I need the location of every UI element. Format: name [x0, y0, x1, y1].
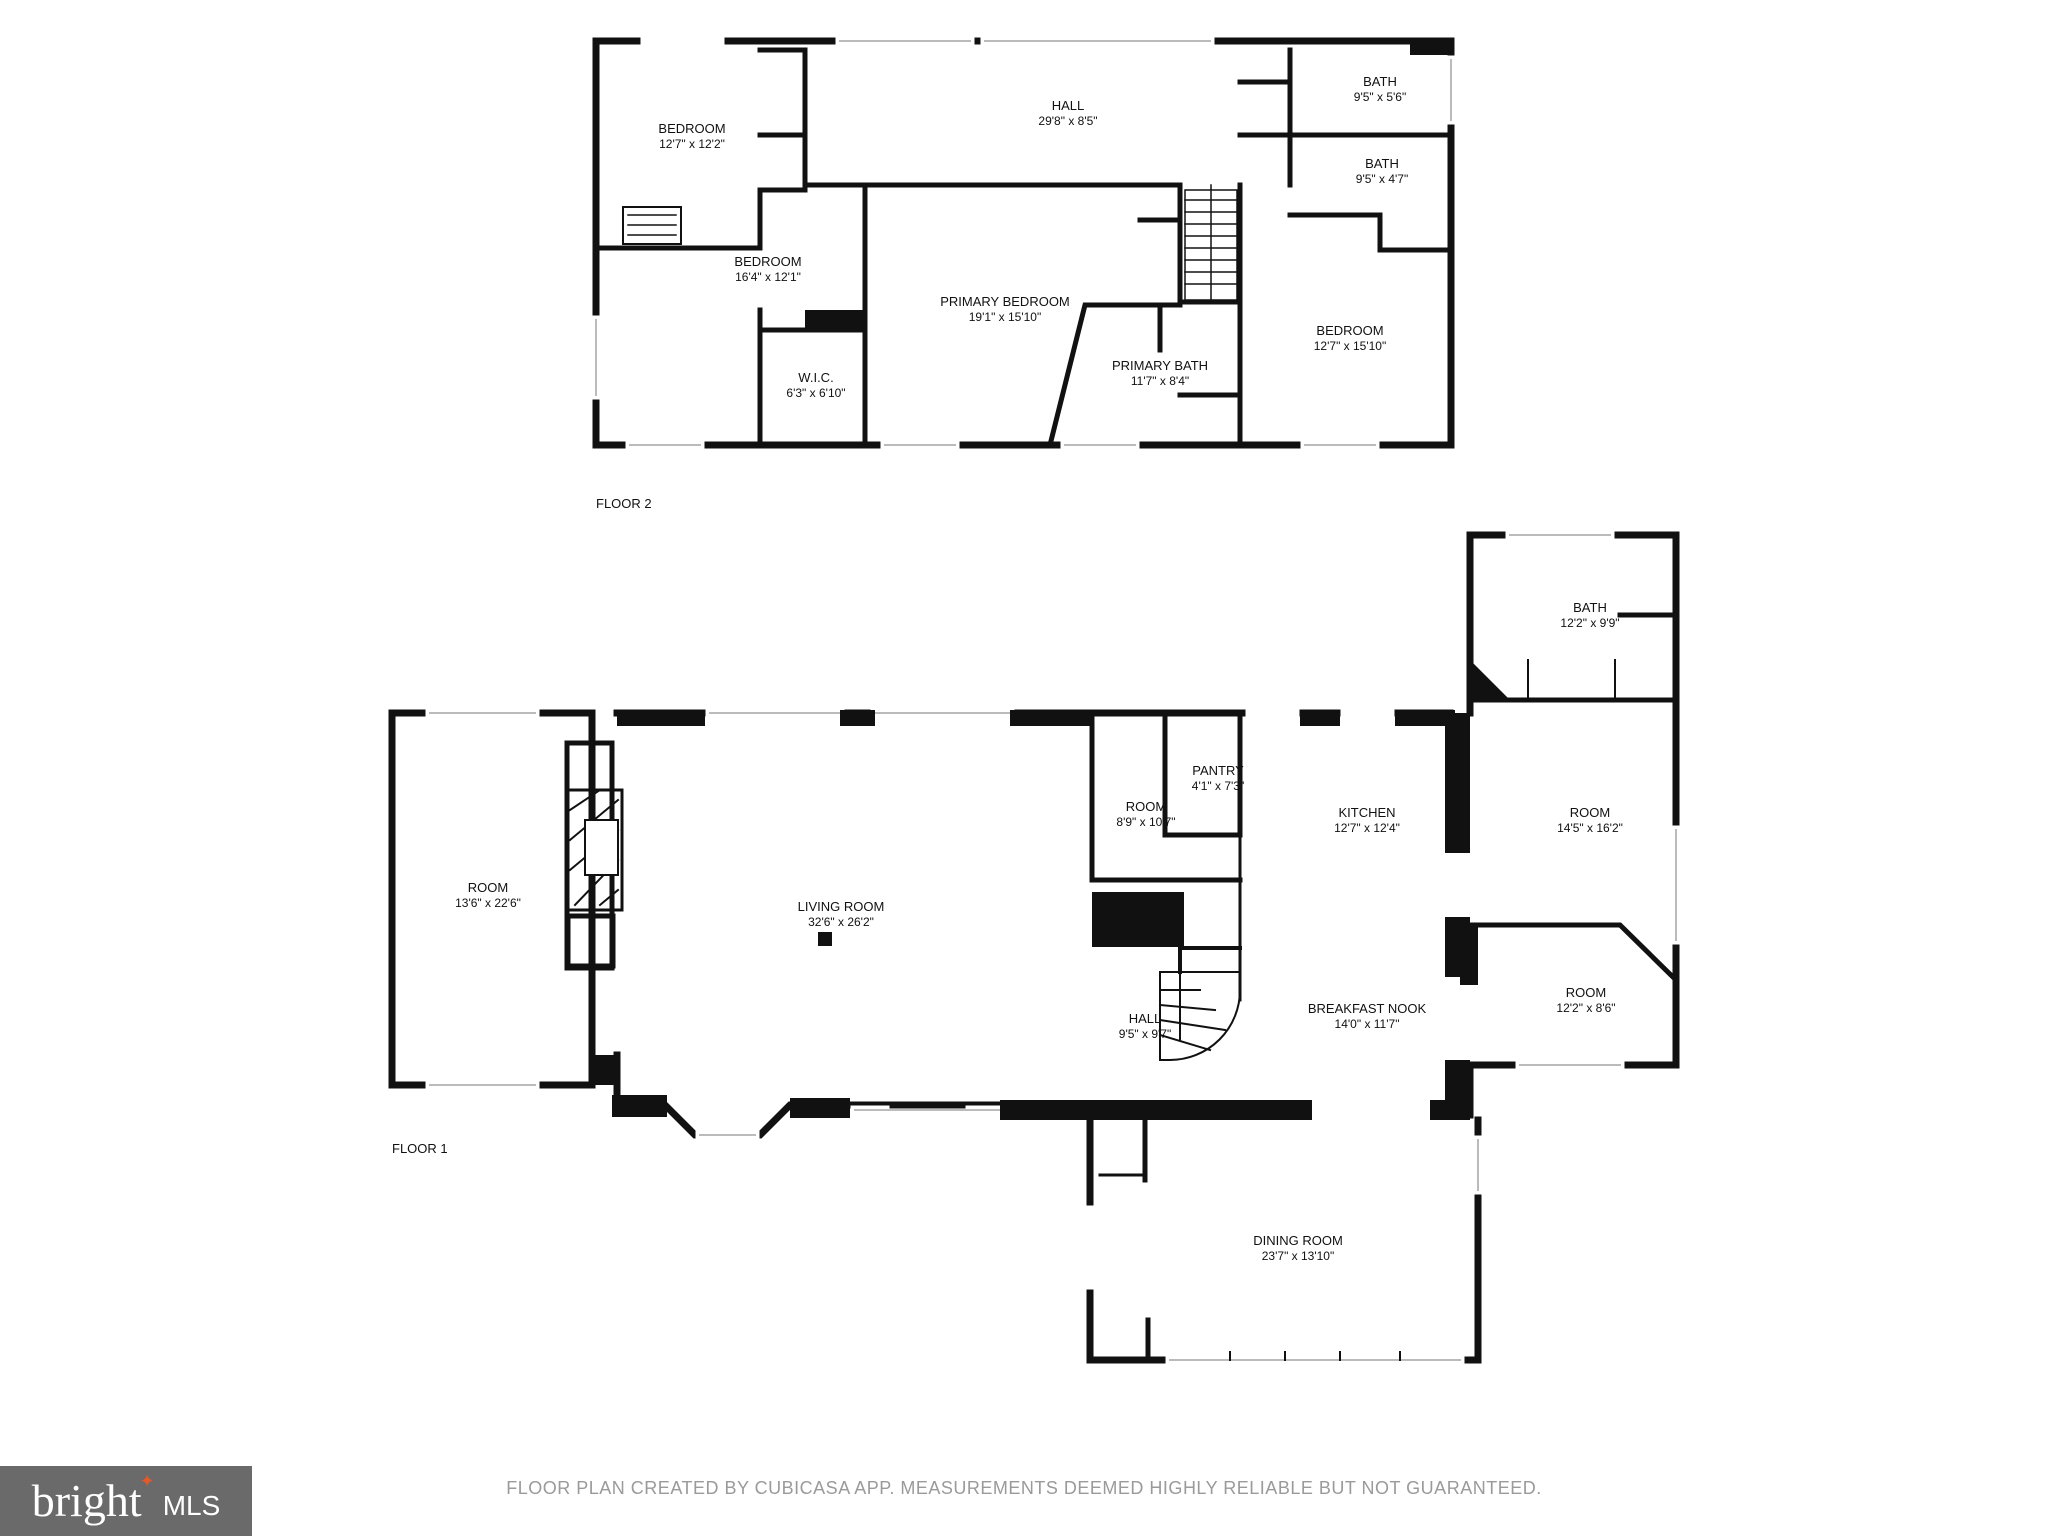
- floor-2-walls: [591, 36, 1456, 450]
- floor-2-labels: FLOOR 2 BEDROOM 12'7" x 12'2" HALL 29'8"…: [596, 74, 1408, 511]
- room-name: HALL: [1129, 1011, 1162, 1026]
- room-dims: 12'2" x 9'9": [1560, 616, 1619, 630]
- room-name: BATH: [1363, 74, 1397, 89]
- room-name: ROOM: [1570, 805, 1610, 820]
- logo-brand-text: bright: [31, 1475, 142, 1526]
- room-dims: 19'1" x 15'10": [969, 310, 1042, 324]
- room-name: HALL: [1052, 98, 1085, 113]
- room-name: ROOM: [1566, 985, 1606, 1000]
- room-dims: 6'3" x 6'10": [786, 386, 845, 400]
- room-dims: 14'0" x 11'7": [1335, 1017, 1400, 1031]
- floor-1-labels: FLOOR 1 BATH 12'2" x 9'9" PANTRY 4'1" x …: [392, 600, 1623, 1263]
- floor-1-label: FLOOR 1: [392, 1141, 448, 1156]
- room-name: DINING ROOM: [1253, 1233, 1343, 1248]
- room-dims: 9'5" x 4'7": [1356, 172, 1408, 186]
- room-name: PRIMARY BATH: [1112, 358, 1208, 373]
- room-name: BATH: [1573, 600, 1607, 615]
- room-name: ROOM: [468, 880, 508, 895]
- room-name: ROOM: [1126, 799, 1166, 814]
- star-icon: ✦: [139, 1470, 155, 1491]
- room-name: BREAKFAST NOOK: [1308, 1001, 1427, 1016]
- room-name: W.I.C.: [798, 370, 833, 385]
- room-dims: 8'9" x 10'7": [1116, 815, 1175, 829]
- room-dims: 4'1" x 7'3": [1192, 779, 1244, 793]
- floor-2-label: FLOOR 2: [596, 496, 652, 511]
- room-name: BATH: [1365, 156, 1399, 171]
- bright-mls-logo: bright ✦ MLS: [0, 1466, 252, 1536]
- room-name: BEDROOM: [1316, 323, 1383, 338]
- room-dims: 9'5" x 9'7": [1119, 1027, 1171, 1041]
- room-name: LIVING ROOM: [798, 899, 885, 914]
- room-dims: 16'4" x 12'1": [735, 270, 801, 284]
- room-name: BEDROOM: [734, 254, 801, 269]
- room-name: BEDROOM: [658, 121, 725, 136]
- room-dims: 14'5" x 16'2": [1557, 821, 1623, 835]
- room-dims: 32'6" x 26'2": [808, 915, 874, 929]
- floor-1-walls: [388, 530, 1681, 1365]
- room-dims: 9'5" x 5'6": [1354, 90, 1406, 104]
- floor-plan-disclaimer: FLOOR PLAN CREATED BY CUBICASA APP. MEAS…: [506, 1478, 1542, 1498]
- room-dims: 11'7" x 8'4": [1131, 374, 1189, 388]
- logo-suffix-text: MLS: [162, 1490, 221, 1521]
- floor-2-outer-wall: [592, 37, 1455, 449]
- room-dims: 12'2" x 8'6": [1556, 1001, 1615, 1015]
- room-name: PANTRY: [1192, 763, 1244, 778]
- room-dims: 13'6" x 22'6": [455, 896, 521, 910]
- room-dims: 12'7" x 15'10": [1314, 339, 1387, 353]
- room-dims: 23'7" x 13'10": [1262, 1249, 1335, 1263]
- room-name: PRIMARY BEDROOM: [940, 294, 1070, 309]
- room-dims: 29'8" x 8'5": [1038, 114, 1097, 128]
- room-dims: 12'7" x 12'2": [659, 137, 725, 151]
- room-name: KITCHEN: [1338, 805, 1395, 820]
- room-dims: 12'7" x 12'4": [1334, 821, 1400, 835]
